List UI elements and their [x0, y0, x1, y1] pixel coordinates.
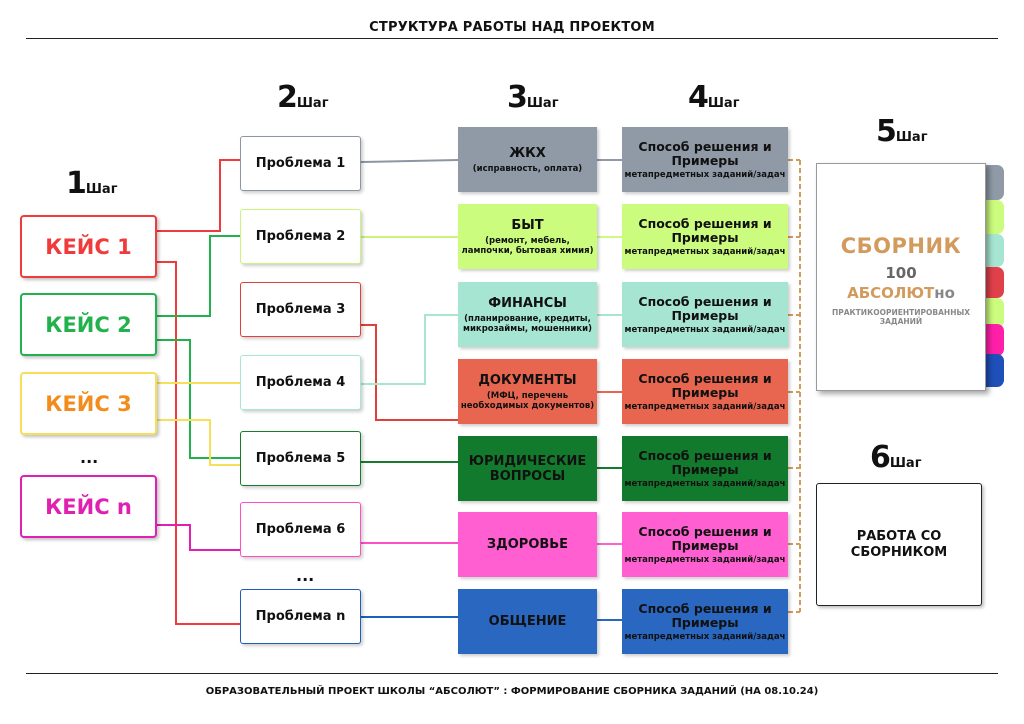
category-byt[interactable]: БЫТ (ремонт, мебель, лампочки, бытовая х… [458, 204, 597, 269]
case-n[interactable]: КЕЙС n [20, 475, 157, 538]
solution-6[interactable]: Способ решения и Примеры метапредметных … [622, 512, 788, 577]
panel-label: РАБОТА СО СБОРНИКОМ [850, 528, 948, 560]
solution-7[interactable]: Способ решения и Примеры метапредметных … [622, 589, 788, 654]
solution-title: Способ решения и Примеры [638, 215, 772, 245]
book-count: 100 [885, 264, 917, 282]
book-brand: АБСОЛЮТно [817, 284, 985, 302]
problem-6[interactable]: Проблема 6 [240, 502, 361, 557]
problems-ellipsis: ... [296, 566, 315, 585]
problem-n[interactable]: Проблема n [240, 589, 361, 644]
problem-label: Проблема 6 [255, 522, 346, 537]
book-tab [986, 165, 1004, 200]
problem-label: Проблема n [255, 609, 346, 624]
case-label: КЕЙС 3 [45, 391, 132, 416]
category-title: ОБЩЕНИЕ [488, 614, 567, 629]
category-title: ЖКХ [509, 145, 546, 161]
link-casen-problem6 [157, 524, 240, 551]
solution-3[interactable]: Способ решения и Примеры метапредметных … [622, 282, 788, 347]
category-zhkh[interactable]: ЖКХ (исправность, оплата) [458, 127, 597, 192]
case-label: КЕЙС 1 [45, 234, 132, 259]
link-case2-problem5 [157, 339, 240, 459]
case-label: КЕЙС n [45, 494, 132, 519]
category-communication[interactable]: ОБЩЕНИЕ [458, 589, 597, 654]
problem-label: Проблема 1 [255, 156, 346, 171]
book-tab [986, 324, 1004, 356]
problem-label: Проблема 4 [255, 375, 346, 390]
category-title: БЫТ [511, 217, 544, 233]
category-title: ЮРИДИЧЕСКИЕ ВОПРОСЫ [468, 453, 587, 484]
solution-title: Способ решения и Примеры [638, 138, 772, 168]
cases-ellipsis: ... [80, 448, 99, 467]
category-legal[interactable]: ЮРИДИЧЕСКИЕ ВОПРОСЫ [458, 436, 597, 501]
solution-2[interactable]: Способ решения и Примеры метапредметных … [622, 204, 788, 269]
category-documents[interactable]: ДОКУМЕНТЫ (МФЦ, перечень необходимых док… [458, 359, 597, 424]
solution-title: Способ решения и Примеры [638, 447, 772, 477]
page-title: СТРУКТУРА РАБОТЫ НАД ПРОЕКТОМ [369, 20, 655, 35]
bottom-divider [26, 673, 998, 674]
solution-title: Способ решения и Примеры [638, 293, 772, 323]
case-label: КЕЙС 2 [45, 312, 132, 337]
solution-subtitle: метапредметных заданий/задач [624, 169, 786, 180]
solution-1[interactable]: Способ решения и Примеры метапредметных … [622, 127, 788, 192]
collection-book[interactable]: СБОРНИК 100 АБСОЛЮТно ПРАКТИКООРИЕНТИРОВ… [816, 163, 986, 391]
step-4-label: 4Шаг [688, 80, 740, 115]
book-tab [986, 200, 1004, 234]
problem-label: Проблема 2 [255, 229, 346, 244]
category-finance[interactable]: ФИНАНСЫ (планирование, кредиты, микрозай… [458, 282, 597, 347]
problem-4[interactable]: Проблема 4 [240, 355, 361, 410]
solution-subtitle: метапредметных заданий/задач [624, 401, 786, 412]
category-title: ДОКУМЕНТЫ [478, 372, 577, 388]
link-case2-problem2 [157, 235, 240, 317]
solution-subtitle: метапредметных заданий/задач [624, 246, 786, 257]
step-6-label: 6Шаг [870, 440, 922, 475]
category-subtitle: (ремонт, мебель, лампочки, бытовая химия… [461, 235, 594, 256]
book-subtitle: ПРАКТИКООРИЕНТИРОВАННЫХ ЗАДАНИЙ [831, 308, 971, 326]
problem-5[interactable]: Проблема 5 [240, 431, 361, 486]
book-tab [986, 267, 1004, 298]
footer-text: ОБРАЗОВАТЕЛЬНЫЙ ПРОЕКТ ШКОЛЫ “АБСОЛЮТ” :… [205, 686, 819, 697]
solution-title: Способ решения и Примеры [638, 370, 772, 400]
solution-subtitle: метапредметных заданий/задач [624, 631, 786, 642]
category-subtitle: (МФЦ, перечень необходимых документов) [460, 390, 595, 411]
book-tab [986, 354, 1004, 387]
work-with-collection-panel[interactable]: РАБОТА СО СБОРНИКОМ [816, 483, 982, 606]
problem-1[interactable]: Проблема 1 [240, 136, 361, 191]
link-case1-problem1 [157, 159, 240, 232]
step-5-label: 5Шаг [876, 114, 928, 149]
solution-subtitle: метапредметных заданий/задач [624, 324, 786, 335]
link-problem3-documents [361, 324, 458, 421]
step-1-label: 1Шаг [66, 166, 118, 201]
category-health[interactable]: ЗДОРОВЬЕ [458, 512, 597, 577]
problem-label: Проблема 5 [255, 451, 346, 466]
link-case1-problem3 [157, 261, 240, 625]
book-brand-main: АБСОЛЮТ [847, 284, 935, 302]
solution-title: Способ решения и Примеры [638, 600, 772, 630]
solution-subtitle: метапредметных заданий/задач [624, 554, 786, 565]
category-subtitle: (планирование, кредиты, микрозаймы, моше… [463, 313, 592, 334]
solution-4[interactable]: Способ решения и Примеры метапредметных … [622, 359, 788, 424]
solution-5[interactable]: Способ решения и Примеры метапредметных … [622, 436, 788, 501]
step-2-label: 2Шаг [277, 80, 329, 115]
book-tab [986, 298, 1004, 328]
book-brand-tail: но [934, 284, 955, 302]
case-3[interactable]: КЕЙС 3 [20, 372, 157, 435]
case-1[interactable]: КЕЙС 1 [20, 215, 157, 278]
solution-title: Способ решения и Примеры [638, 523, 772, 553]
link-case3-problem5 [157, 419, 240, 466]
problem-3[interactable]: Проблема 3 [240, 282, 361, 337]
problem-label: Проблема 3 [255, 302, 346, 317]
book-tab [986, 234, 1004, 267]
step-3-label: 3Шаг [507, 80, 559, 115]
category-title: ЗДОРОВЬЕ [486, 537, 569, 552]
case-2[interactable]: КЕЙС 2 [20, 293, 157, 356]
book-title: СБОРНИК [840, 234, 962, 258]
top-divider [26, 38, 998, 39]
link-problem4-finance [361, 314, 458, 385]
problem-2[interactable]: Проблема 2 [240, 209, 361, 264]
link-problem1-zhkh [360, 159, 459, 163]
category-title: ФИНАНСЫ [488, 295, 567, 311]
solution-subtitle: метапредметных заданий/задач [624, 478, 786, 489]
category-subtitle: (исправность, оплата) [472, 163, 583, 174]
